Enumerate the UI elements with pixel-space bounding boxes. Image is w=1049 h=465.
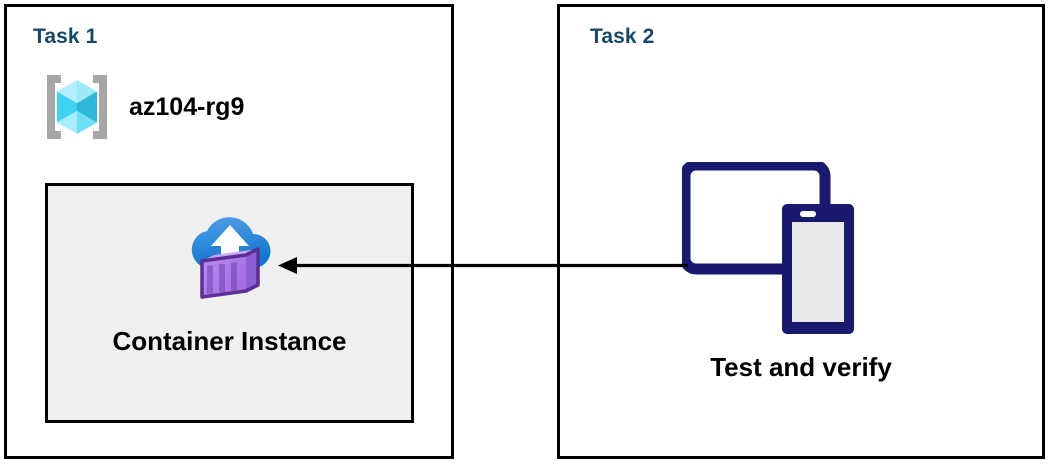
devices-label: Test and verify (710, 352, 892, 382)
container-instance-label: Container Instance (112, 326, 347, 356)
container-instance-icon (191, 217, 270, 299)
resource-group-icon (47, 75, 107, 139)
resource-group-label: az104-rg9 (129, 92, 245, 121)
resource-group-row: az104-rg9 (39, 69, 244, 145)
panel-title-task-1: Task 1 (33, 25, 98, 48)
devices-tablet-phone-icon (682, 162, 854, 334)
arrow-task2-to-task1 (278, 257, 688, 274)
panel-title-task-2: Task 2 (590, 25, 655, 48)
panel-task-1: Task 1 az104-rg9 (4, 4, 454, 459)
container-instance-box: Container Instance (45, 183, 414, 423)
